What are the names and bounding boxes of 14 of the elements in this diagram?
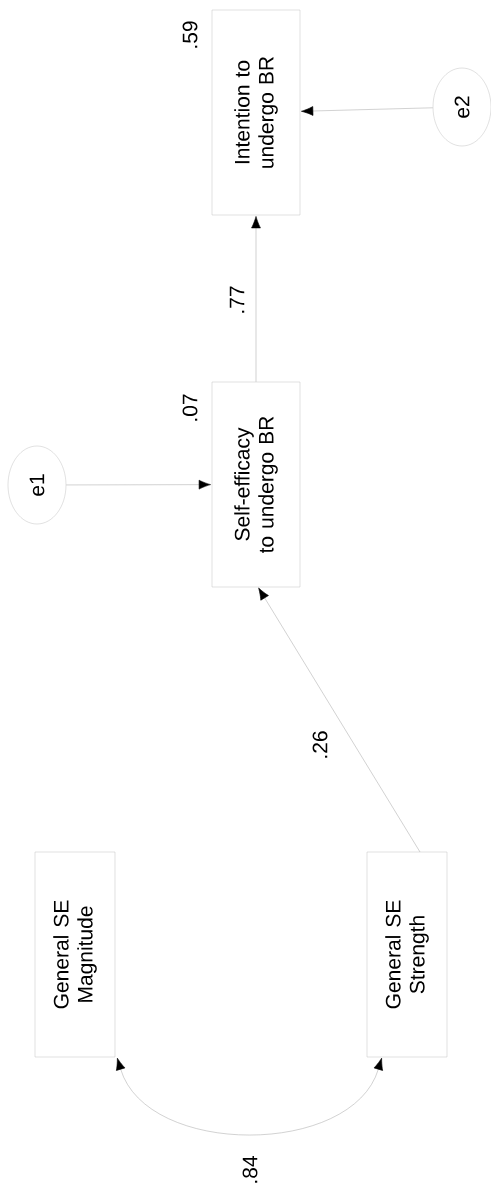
edge-label: .26 — [311, 729, 329, 761]
arrow — [65, 479, 211, 490]
arrow — [258, 587, 421, 853]
edge-label: .77 — [228, 284, 246, 316]
arrow — [116, 1057, 383, 1136]
coefficient-label: .07 — [182, 394, 198, 421]
coefficient-label: .59 — [182, 21, 198, 48]
arrow — [251, 216, 261, 383]
edge-label: .84 — [241, 1154, 259, 1186]
arrow — [301, 106, 434, 116]
variable-box: General SE Strength — [366, 851, 448, 1058]
variable-box: Intention to undergo BR — [211, 9, 301, 216]
variable-box: General SE Magnitude — [34, 851, 116, 1058]
variable-box: Self-efficacy to undergo BR — [211, 381, 301, 588]
